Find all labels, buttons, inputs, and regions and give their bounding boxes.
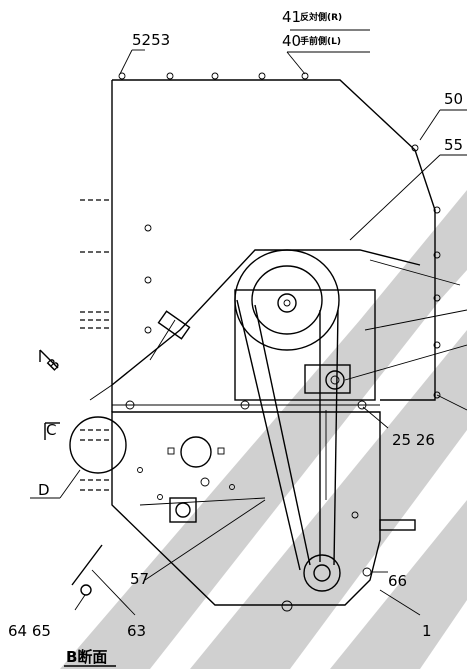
leader-lines bbox=[30, 29, 467, 616]
label-1: 1 bbox=[422, 622, 432, 640]
label-41-note: 反対側(R) bbox=[300, 11, 342, 23]
label-63: 63 bbox=[127, 622, 146, 640]
label-64-65: 64 65 bbox=[8, 622, 51, 640]
label-57: 57 bbox=[130, 570, 149, 588]
label-25-26: 25 26 bbox=[392, 431, 435, 449]
label-55: 55 bbox=[444, 136, 463, 154]
lower-housing bbox=[69, 400, 416, 612]
upper-housing bbox=[80, 72, 441, 412]
label-5253: 5253 bbox=[132, 31, 170, 49]
watermark-stripes bbox=[60, 190, 467, 669]
section-title: B断面 bbox=[66, 648, 107, 666]
section-arrows bbox=[39, 349, 60, 440]
label-D: D bbox=[38, 481, 50, 499]
label-40-note: 手前側(L) bbox=[300, 35, 341, 47]
label-B: B bbox=[44, 355, 64, 375]
label-66: 66 bbox=[388, 572, 407, 590]
label-40: 40 bbox=[282, 32, 301, 50]
label-C: C bbox=[46, 421, 56, 439]
label-50: 50 bbox=[444, 90, 463, 108]
label-41: 41 bbox=[282, 8, 301, 26]
